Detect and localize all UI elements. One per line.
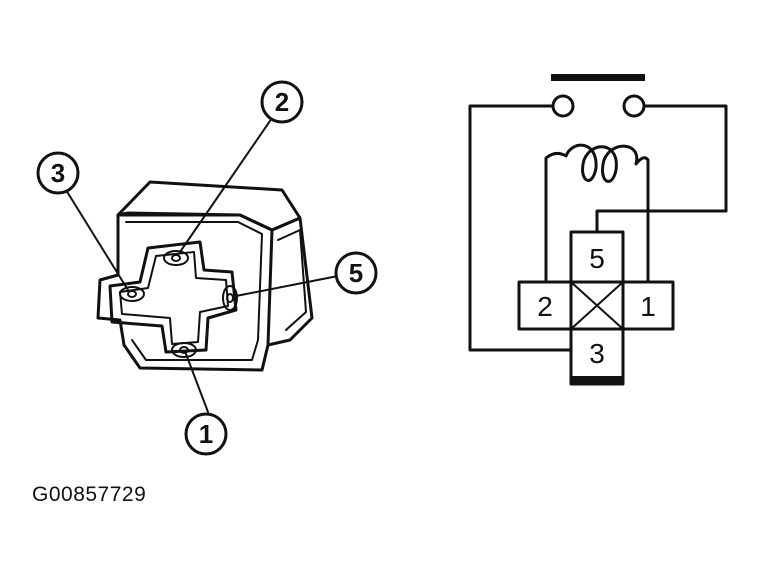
center-cross-b — [570, 281, 624, 330]
relay-frame-outer — [96, 213, 274, 372]
figure-code: G00857729 — [32, 483, 147, 506]
switch-contact-bar — [551, 74, 645, 81]
relay-shell-right — [266, 216, 314, 347]
terminal-2 — [163, 250, 189, 266]
leader-line-1 — [185, 353, 209, 413]
terminal-1 — [171, 342, 197, 358]
callout-3-label: 3 — [51, 158, 65, 188]
terminal-5 — [222, 285, 238, 311]
relay-socket-cross — [108, 240, 238, 354]
pin-box-1 — [621, 280, 675, 331]
relay-frame-inner — [125, 221, 263, 361]
switch-contact-right — [622, 94, 646, 118]
terminal-3-hole — [127, 290, 137, 298]
switch-wire-left — [468, 104, 573, 352]
relay-shell-right-rib — [277, 229, 307, 331]
callout-3: 3 — [36, 151, 80, 195]
pin-label-3: 3 — [589, 338, 605, 369]
leader-line-5 — [235, 275, 339, 297]
callout-1: 1 — [184, 412, 228, 456]
leader-line-2 — [179, 117, 273, 253]
terminal-3 — [119, 286, 145, 302]
callout-1-label: 1 — [199, 419, 213, 449]
pin-label-5: 5 — [589, 243, 605, 274]
callout-5-label: 5 — [349, 258, 363, 288]
relay-connector-drawing: 2 3 5 1 — [36, 80, 378, 456]
pin-label-2: 2 — [537, 291, 553, 322]
callout-2-label: 2 — [275, 87, 289, 117]
callout-5: 5 — [334, 251, 378, 295]
pin-label-1: 1 — [640, 291, 656, 322]
switch-wire-right — [595, 104, 728, 234]
relay-schematic: 5 2 1 3 — [468, 74, 728, 386]
callout-2: 2 — [260, 80, 304, 124]
terminal-2-hole — [171, 254, 181, 262]
terminal-1-hole — [179, 346, 189, 354]
switch-contact-left — [551, 94, 575, 118]
coil-symbol — [544, 143, 650, 282]
terminal-5-hole — [226, 293, 234, 303]
pin-box-3-bottom-bar — [571, 376, 623, 385]
leader-line-3 — [65, 189, 129, 291]
